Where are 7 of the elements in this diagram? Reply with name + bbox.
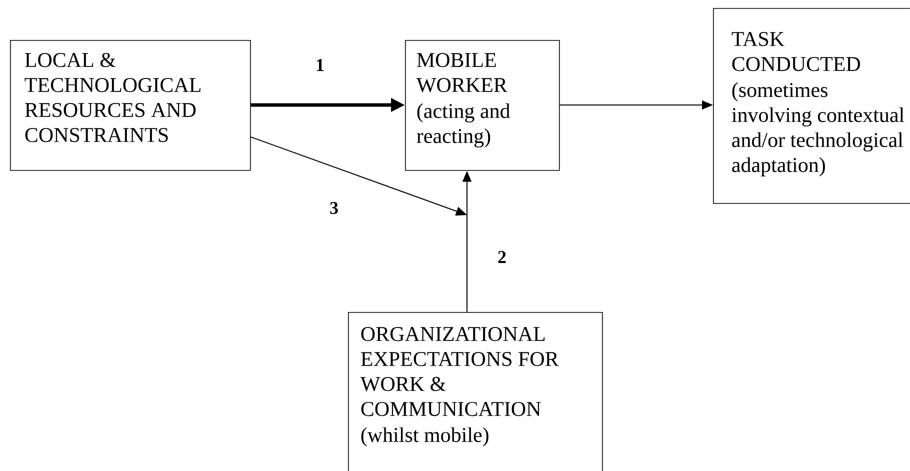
process-box: ORGANIZATIONAL EXPECTATIONS FOR WORK & COMMUNICATION (whilst mobile)	[348, 312, 603, 471]
process-box: TASK CONDUCTED (sometimes involving contextual and/or technological adaptation)	[713, 8, 910, 204]
edge-label: 2	[498, 251, 506, 263]
process-box: MOBILE WORKER (acting and reacting)	[405, 40, 560, 171]
edge-label: 1	[316, 59, 324, 71]
edge-label: 3	[330, 202, 338, 214]
process-box: LOCAL & TECHNOLOGICAL RESOURCES AND CONSTRAINTS	[10, 40, 251, 171]
